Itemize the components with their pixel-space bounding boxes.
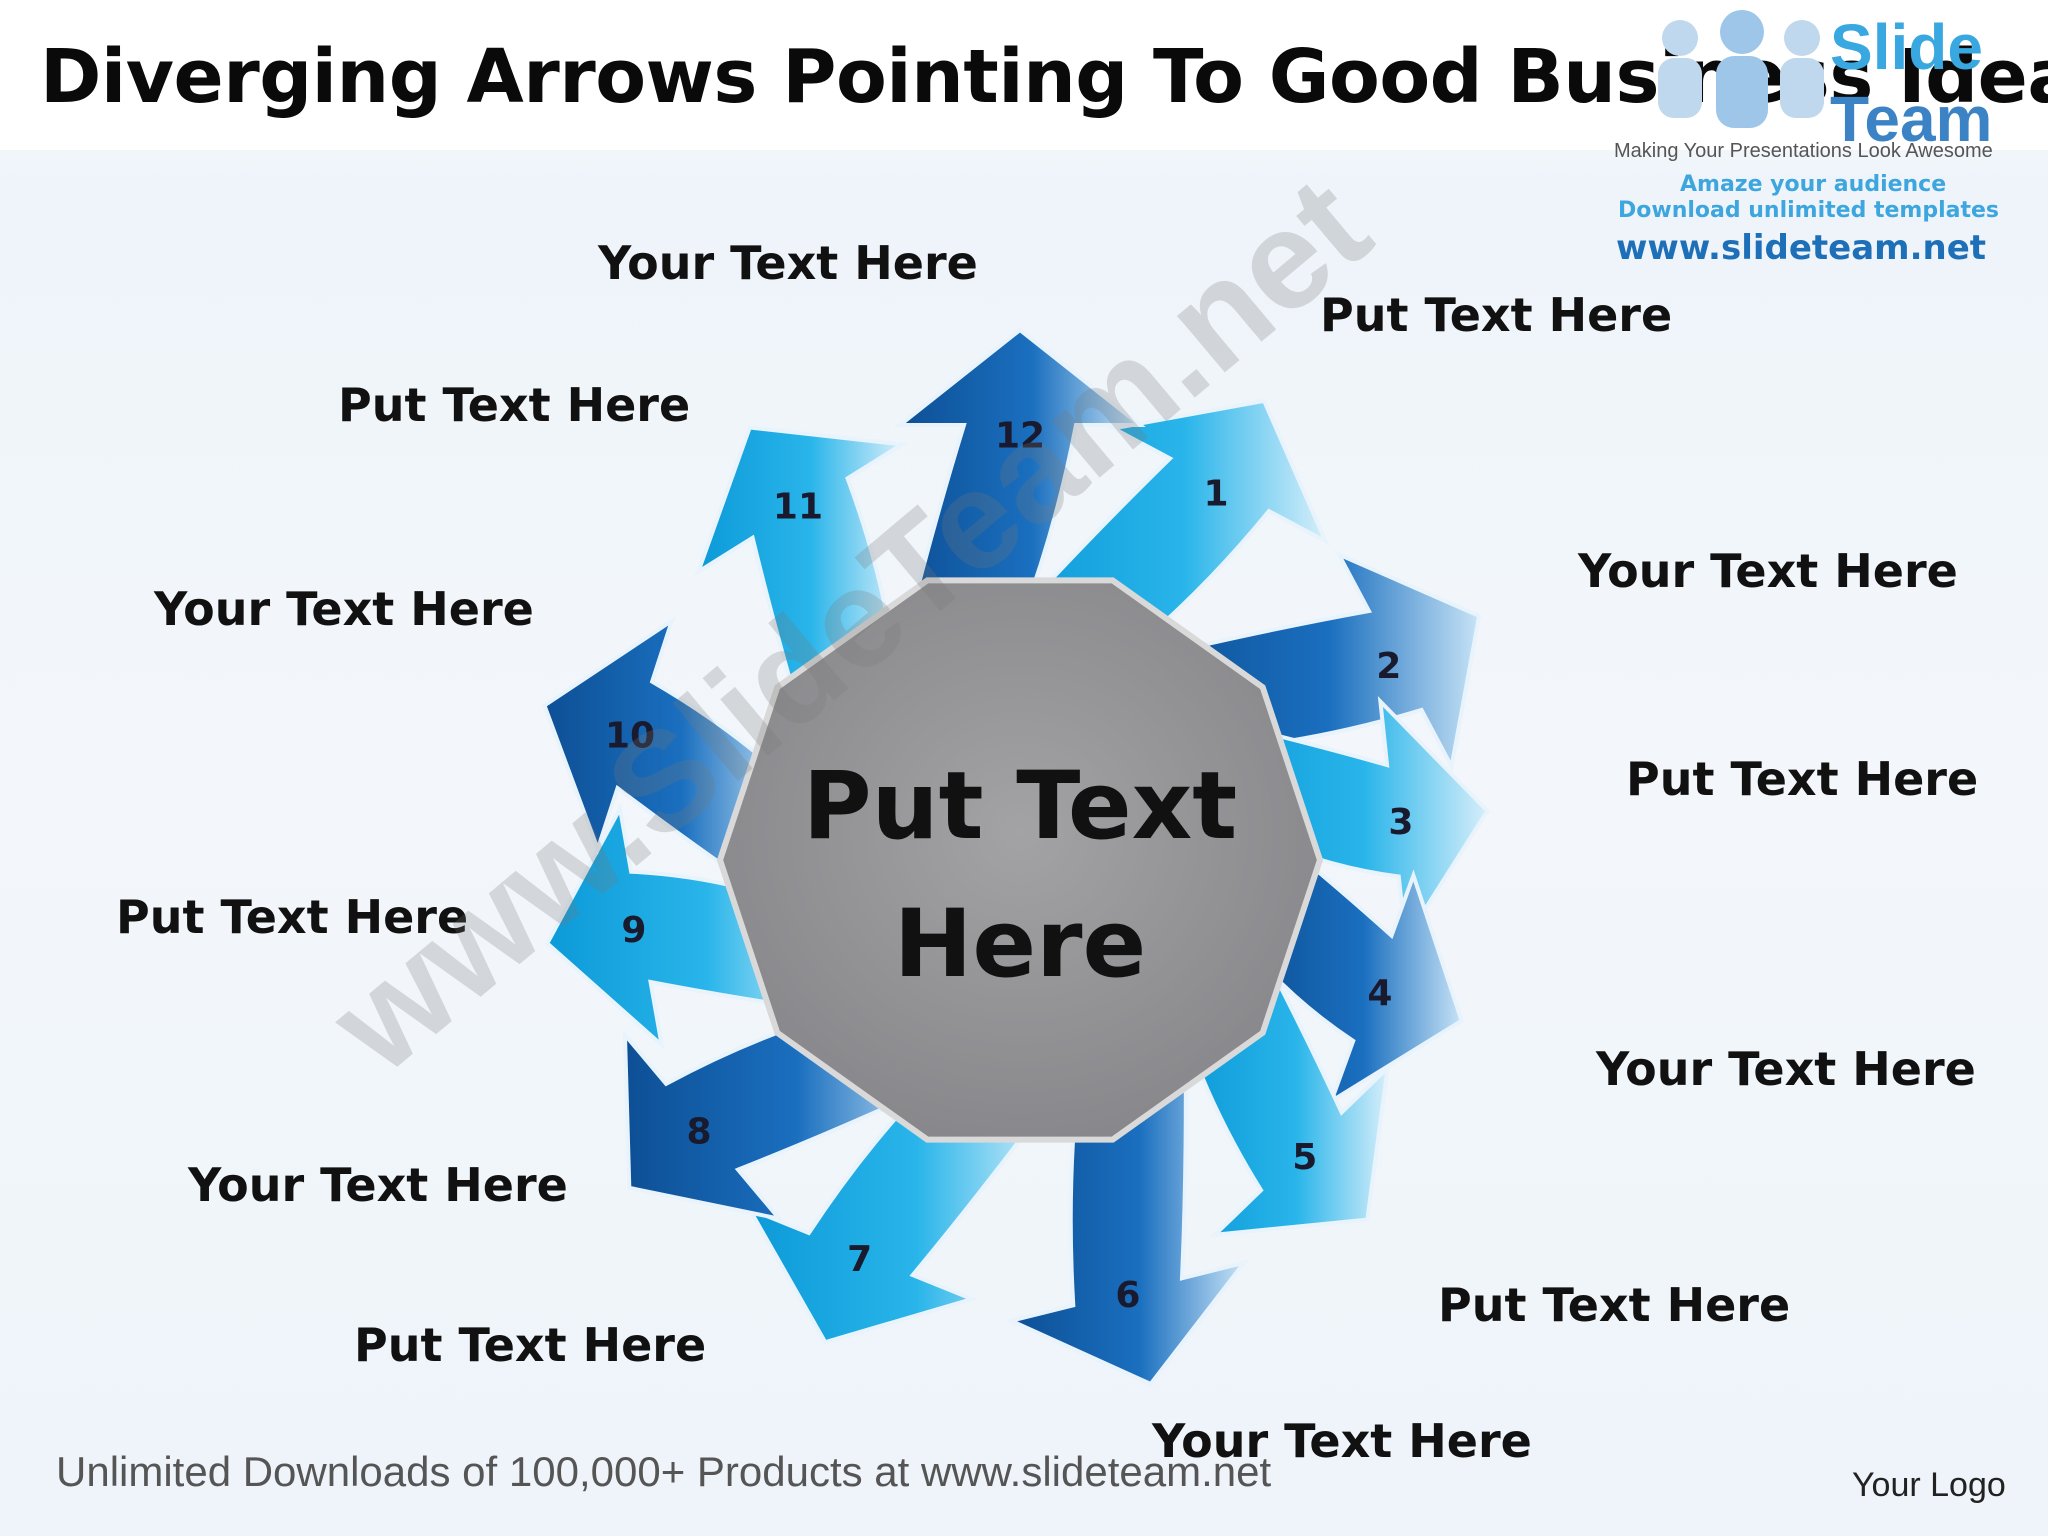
arrow-shape-7 — [744, 1078, 1057, 1345]
center-text: Put Text Here — [740, 738, 1300, 1014]
brand-word-team: Team — [1830, 83, 1993, 155]
arrow-number-2: 2 — [1376, 646, 1401, 687]
brand-line-2: Download unlimited templates — [1618, 198, 2000, 223]
center-polygon — [716, 577, 1324, 1143]
arrow-number-5: 5 — [1292, 1137, 1317, 1178]
arrow-label-5: Put Text Here — [1438, 1278, 1791, 1332]
arrow-label-3: Put Text Here — [1626, 752, 1979, 806]
brand-word-slide: Slide — [1830, 11, 1983, 83]
arrow-number-8: 8 — [686, 1111, 711, 1152]
brand-tagline: Making Your Presentations Look Awesome — [1614, 140, 1993, 162]
brand-line-1: Amaze your audience — [1680, 172, 1947, 197]
arrow-label-6: Your Text Here — [1152, 1414, 1532, 1468]
arrow-7: 7 — [744, 1078, 1057, 1345]
logo-placeholder: Your Logo — [1852, 1466, 2006, 1504]
arrow-number-9: 9 — [621, 910, 646, 951]
arrow-label-2: Your Text Here — [1578, 544, 1958, 598]
arrow-label-7: Put Text Here — [354, 1318, 707, 1372]
arrow-6: 6 — [1005, 1028, 1250, 1387]
arrow-label-1: Put Text Here — [1320, 288, 1673, 342]
arrow-number-3: 3 — [1388, 802, 1413, 843]
brand-logo: Slide Team Making Your Presentations Loo… — [1612, 6, 2032, 268]
arrow-number-6: 6 — [1115, 1275, 1140, 1316]
arrow-shape-6 — [1005, 1028, 1250, 1387]
footer-text: Unlimited Downloads of 100,000+ Products… — [56, 1448, 1272, 1495]
arrow-label-11: Put Text Here — [338, 378, 691, 432]
people-icon — [1658, 10, 1824, 128]
slide-title: Diverging Arrows Pointing To Good Busine… — [40, 34, 2048, 120]
arrow-label-12: Your Text Here — [598, 236, 978, 290]
header-band — [0, 0, 2048, 150]
center-line-2: Here — [893, 890, 1147, 999]
arrow-number-12: 12 — [995, 416, 1045, 457]
arrow-label-4: Your Text Here — [1596, 1042, 1976, 1096]
arrow-number-10: 10 — [605, 715, 655, 756]
arrow-number-1: 1 — [1204, 473, 1229, 514]
arrow-label-9: Put Text Here — [116, 890, 469, 944]
arrow-label-8: Your Text Here — [188, 1158, 568, 1212]
arrow-number-4: 4 — [1367, 973, 1392, 1014]
arrow-label-10: Your Text Here — [154, 582, 534, 636]
center-line-1: Put Text — [802, 752, 1238, 861]
arrow-number-7: 7 — [847, 1239, 872, 1280]
arrow-number-11: 11 — [773, 487, 823, 528]
brand-url[interactable]: www.slideteam.net — [1616, 228, 1987, 268]
